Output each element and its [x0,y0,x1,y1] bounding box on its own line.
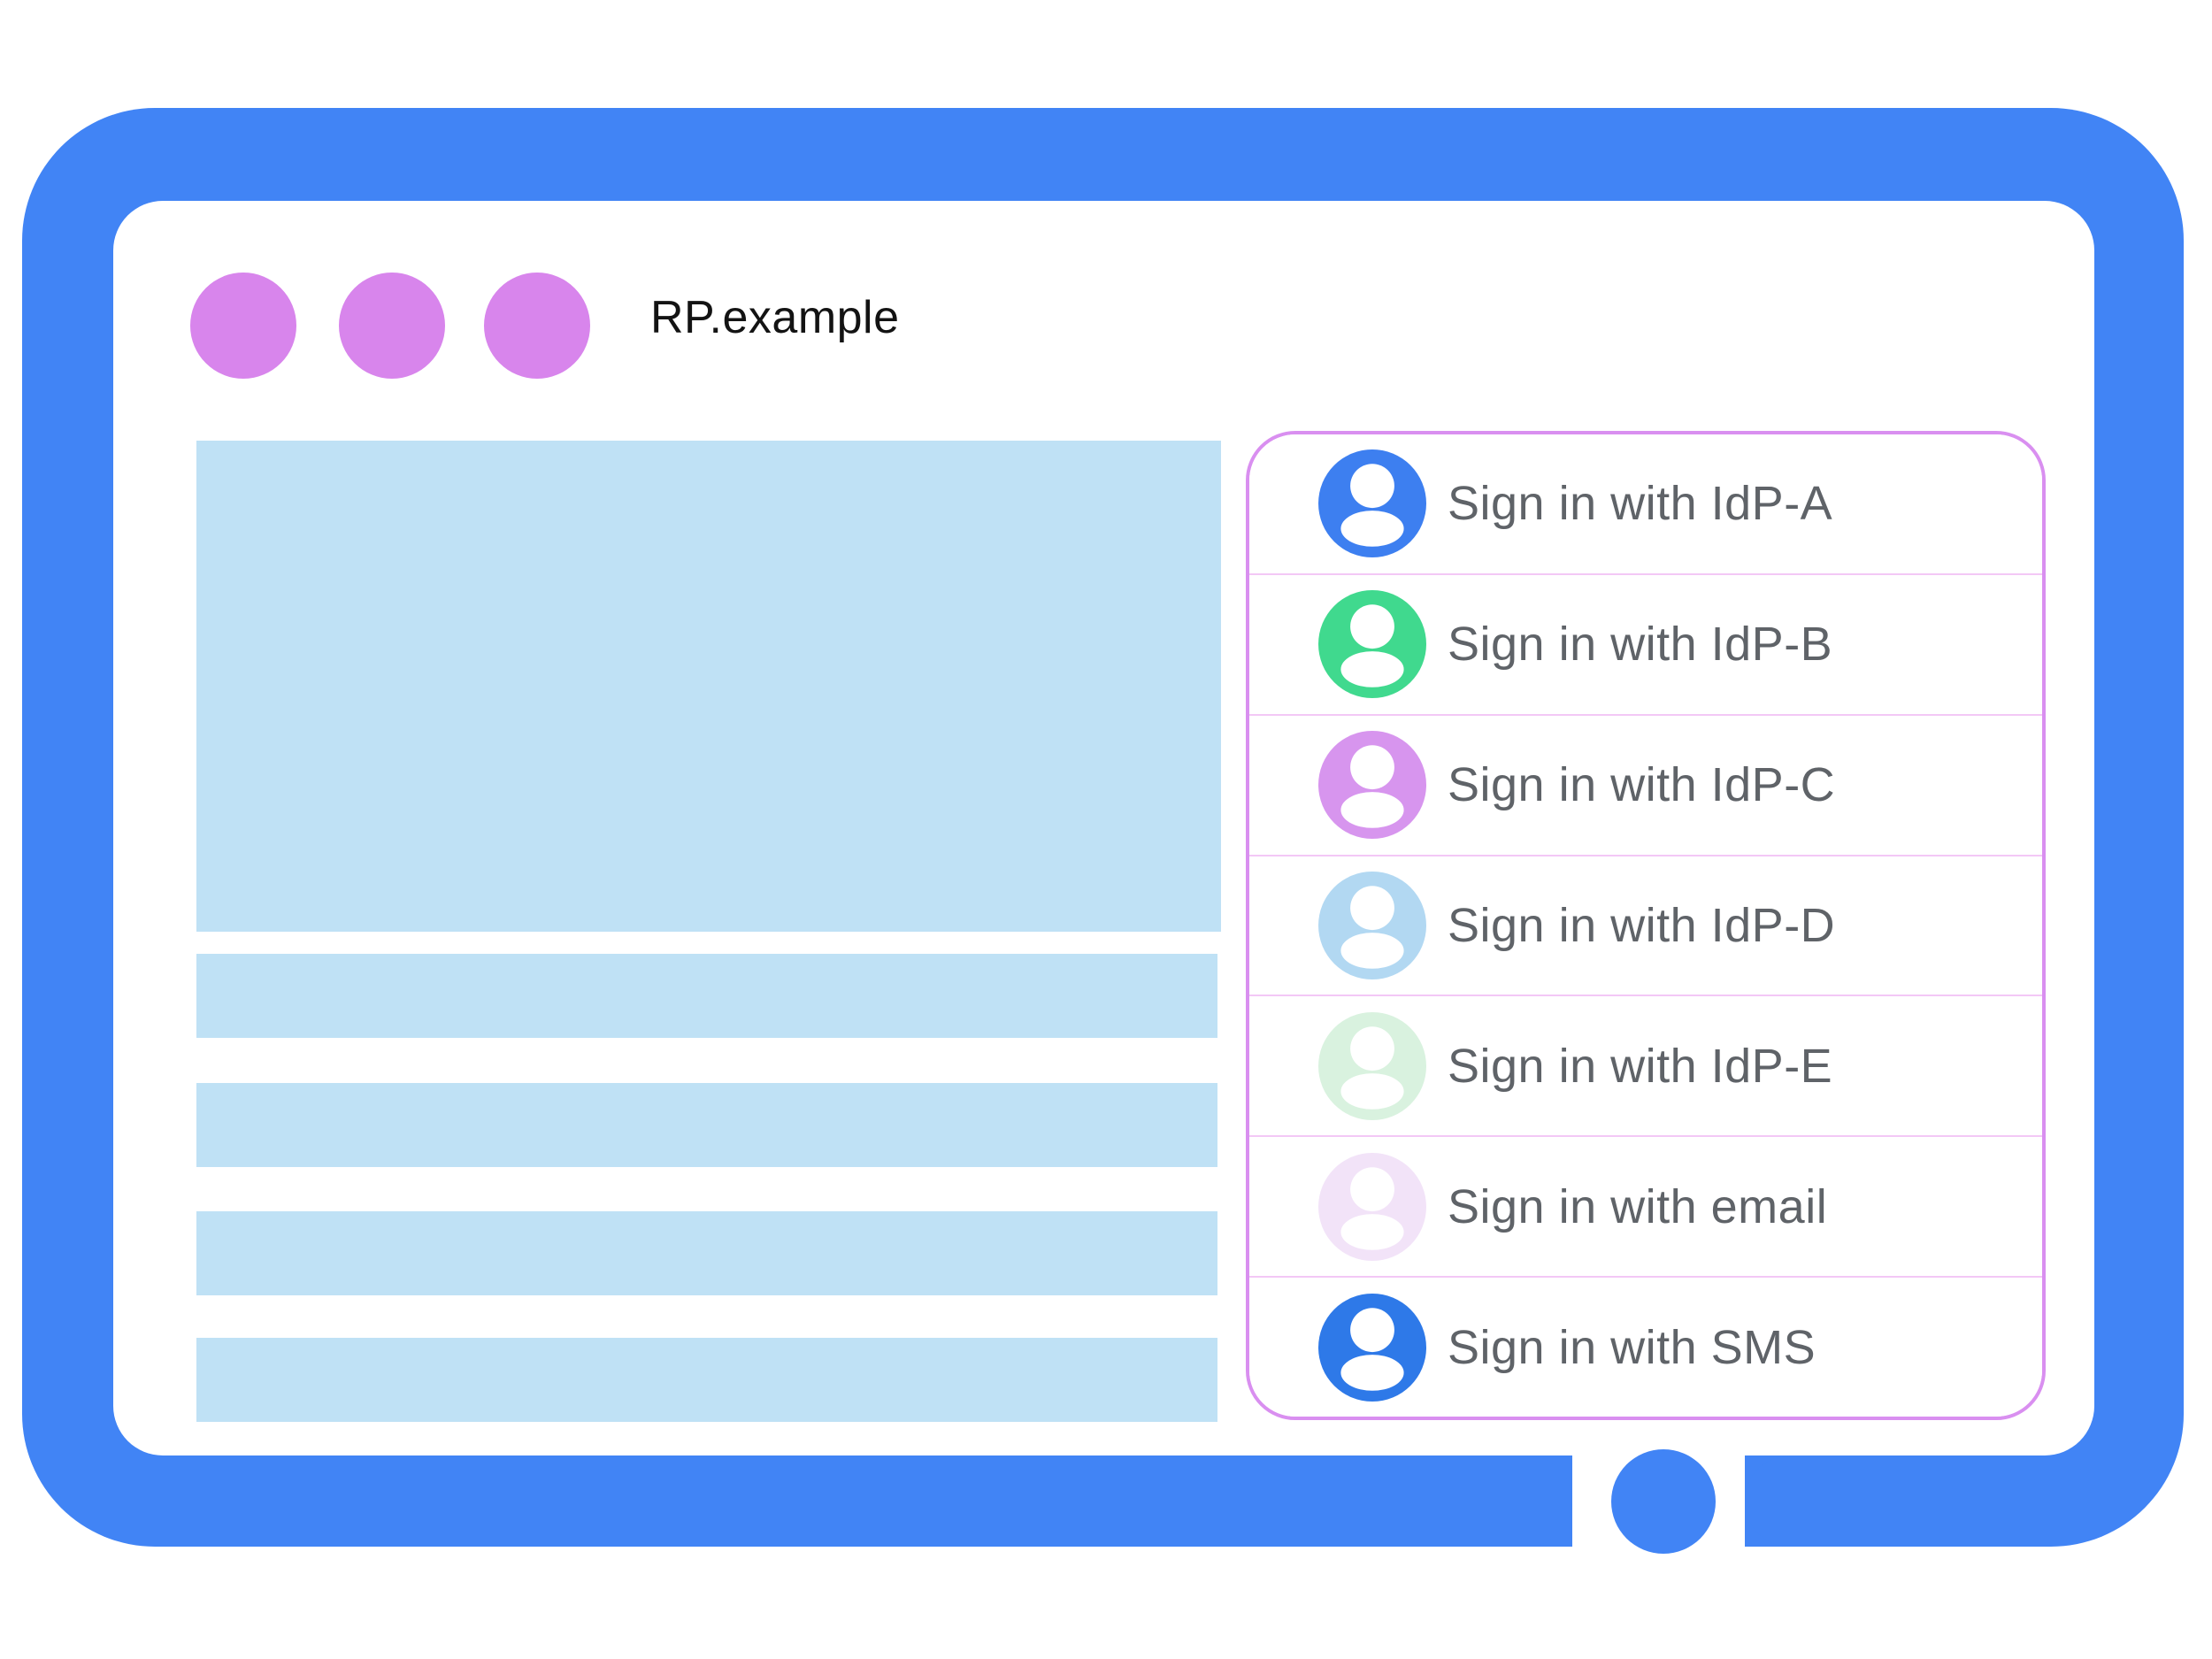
person-avatar-icon [1318,449,1426,558]
window-control-dot-2[interactable] [339,273,445,379]
signin-option-label: Sign in with IdP-D [1448,899,1836,952]
person-avatar-icon [1318,731,1426,840]
signin-option-label: Sign in with IdP-E [1448,1039,1833,1093]
person-avatar-icon [1318,872,1426,979]
text-line-placeholder [196,1083,1217,1167]
home-button[interactable] [1611,1449,1716,1554]
text-line-placeholder [196,1211,1217,1295]
signin-option[interactable]: Sign in with IdP-A [1249,434,2042,575]
signin-option[interactable]: Sign in with IdP-B [1249,574,2042,716]
text-line-placeholder [196,954,1217,1038]
bezel-bar-right-cap [1745,1455,1833,1547]
text-line-placeholder [196,1338,1217,1422]
signin-option[interactable]: Sign in with IdP-C [1249,715,2042,856]
signin-dialog: Sign in with IdP-A Sign in with IdP-B Si… [1246,431,2046,1420]
bezel-bar-left-cap [1484,1455,1572,1547]
window-control-dot-1[interactable] [190,273,296,379]
signin-option[interactable]: Sign in with IdP-E [1249,996,2042,1138]
signin-option-label: Sign in with SMS [1448,1320,1816,1374]
person-avatar-icon [1318,590,1426,699]
page-title: RP.example [650,292,900,343]
person-avatar-icon [1318,1152,1426,1261]
window-control-dot-3[interactable] [484,273,590,379]
signin-option[interactable]: Sign in with IdP-D [1249,856,2042,997]
signin-option[interactable]: Sign in with email [1249,1137,2042,1279]
signin-option-label: Sign in with IdP-A [1448,477,1833,531]
signin-option-label: Sign in with IdP-B [1448,618,1833,672]
hero-content-placeholder [196,441,1221,932]
person-avatar-icon [1318,1293,1426,1402]
signin-option[interactable]: Sign in with SMS [1249,1278,2042,1417]
signin-option-label: Sign in with IdP-C [1448,758,1836,812]
signin-option-label: Sign in with email [1448,1179,1828,1233]
person-avatar-icon [1318,1011,1426,1120]
